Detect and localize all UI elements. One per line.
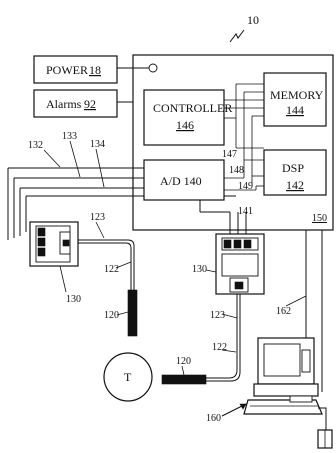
- alarms-label: Alarms: [46, 97, 82, 111]
- controller-label: CONTROLLER: [153, 101, 232, 115]
- ref-120-right: 120: [176, 356, 191, 367]
- ref-122-right: 122: [212, 342, 227, 353]
- ref-133: 133: [62, 131, 77, 142]
- memory-label: MEMORY: [270, 88, 324, 102]
- power-ref: 18: [89, 63, 101, 77]
- ref-123-right: 123: [210, 310, 225, 321]
- figure-arrow: [229, 29, 245, 43]
- probe-cable-left: [78, 239, 135, 290]
- ref-122-left: 122: [104, 264, 119, 275]
- ref-120-left: 120: [104, 310, 119, 321]
- alarms-ref: 92: [84, 97, 96, 111]
- figure-number: 10: [247, 13, 259, 27]
- ref-160: 160: [206, 413, 221, 424]
- dsp-label: DSP: [282, 161, 304, 175]
- dsp-ref: 142: [286, 178, 304, 192]
- computer-terminal: [243, 337, 323, 415]
- ref-148: 148: [229, 165, 244, 176]
- junction-box-left: [29, 221, 79, 267]
- memory-block: MEMORY 144: [263, 72, 327, 127]
- leader-132: [43, 149, 61, 168]
- ref-147: 147: [222, 149, 237, 160]
- power-label: POWER: [46, 63, 88, 77]
- sensor-cable-132: [7, 167, 144, 240]
- leader-133: [69, 140, 81, 178]
- ref-149: 149: [238, 181, 253, 192]
- alarms-block: Alarms 92: [33, 89, 118, 118]
- ad-block: A/D 140: [143, 159, 225, 201]
- dsp-block: DSP 142: [263, 149, 327, 196]
- ref-141: 141: [238, 206, 253, 217]
- sensor-rod-right: [161, 374, 207, 385]
- ref-130-left: 130: [66, 294, 81, 305]
- memory-ref: 144: [286, 103, 304, 117]
- controller-block: CONTROLLER 146: [143, 89, 232, 146]
- ref-132: 132: [28, 140, 43, 151]
- leader-134: [95, 148, 105, 188]
- controller-ref: 146: [176, 118, 194, 132]
- power-block: POWER 18: [33, 55, 118, 84]
- tank: [103, 352, 153, 402]
- ref-150: 150: [312, 213, 327, 224]
- internal-bus: [224, 83, 264, 191]
- ref-123-left: 123: [90, 212, 105, 223]
- ref-130-right: 130: [192, 264, 207, 275]
- ref-134: 134: [90, 139, 105, 150]
- tank-label: T: [124, 370, 132, 384]
- power-terminal: [148, 63, 158, 73]
- sensor-rod-left: [127, 289, 138, 337]
- ref-162: 162: [276, 306, 291, 317]
- ad-label: A/D 140: [160, 174, 202, 188]
- junction-box-right: [215, 233, 265, 295]
